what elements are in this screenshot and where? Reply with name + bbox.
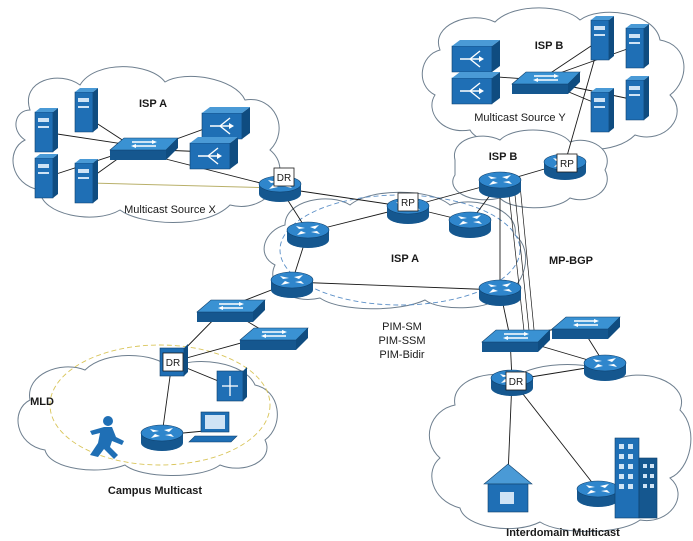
router-icon xyxy=(270,271,314,299)
building-icon xyxy=(614,437,658,519)
dr-label: DR xyxy=(166,358,180,369)
router-icon xyxy=(140,424,184,452)
source-y-label: Multicast Source Y xyxy=(474,112,566,124)
server-icon xyxy=(590,87,615,133)
mld-label: MLD xyxy=(30,396,54,408)
dr-tag-campus: DR xyxy=(162,352,184,372)
switch-icon xyxy=(109,137,179,161)
rp-tag-isp-a: RP xyxy=(397,192,419,212)
switch-icon xyxy=(481,329,551,353)
server-icon xyxy=(74,87,99,133)
ml-switch-icon xyxy=(189,136,239,170)
mp-bgp-label: MP-BGP xyxy=(549,255,593,267)
dr-label: DR xyxy=(509,377,523,388)
switch-icon xyxy=(551,316,621,340)
router-icon xyxy=(448,211,492,239)
pim-sm-label: PIM-SM xyxy=(382,321,422,333)
router-icon xyxy=(478,171,522,199)
layer3-switch-icon xyxy=(216,367,247,402)
isp-a-top-label: ISP A xyxy=(139,98,167,110)
pim-ssm-label: PIM-SSM xyxy=(378,335,425,347)
isp-b-top-label: ISP B xyxy=(535,40,564,52)
server-icon xyxy=(34,107,59,153)
server-icon xyxy=(625,23,650,69)
running-user-icon xyxy=(90,416,124,459)
rp-label: RP xyxy=(560,159,574,170)
isp-a-center-label: ISP A xyxy=(391,253,419,265)
cloud-campus xyxy=(17,355,278,476)
switch-icon xyxy=(511,71,581,95)
dashed-ring-campus xyxy=(49,344,271,466)
server-icon xyxy=(34,153,59,199)
source-x-label: Multicast Source X xyxy=(124,204,216,216)
ml-switch-icon xyxy=(451,39,501,73)
server-icon xyxy=(590,15,615,61)
interdomain-label: Interdomain Multicast xyxy=(506,527,620,539)
dr-tag-isp-a: DR xyxy=(273,167,295,187)
rp-tag-isp-b: RP xyxy=(556,153,578,173)
router-icon xyxy=(286,221,330,249)
switch-icon xyxy=(196,299,266,323)
isp-b-mid-label: ISP B xyxy=(489,151,518,163)
source-x-link xyxy=(89,182,281,189)
dr-label: DR xyxy=(277,173,291,184)
pim-bidir-label: PIM-Bidir xyxy=(379,349,425,361)
switch-icon xyxy=(239,327,309,351)
router-icon xyxy=(583,354,627,382)
campus-label: Campus Multicast xyxy=(108,485,202,497)
rp-label: RP xyxy=(401,198,415,209)
house-icon xyxy=(483,463,533,513)
router-icon xyxy=(576,480,620,508)
ml-switch-icon xyxy=(451,71,501,105)
dr-tag-interdomain: DR xyxy=(505,371,527,391)
ml-switch-icon xyxy=(201,106,251,140)
router-icon xyxy=(478,279,522,307)
server-icon xyxy=(74,158,99,204)
computer-icon xyxy=(188,411,238,443)
mp-bgp-links xyxy=(507,184,536,341)
server-icon xyxy=(625,75,650,121)
links xyxy=(43,39,636,491)
